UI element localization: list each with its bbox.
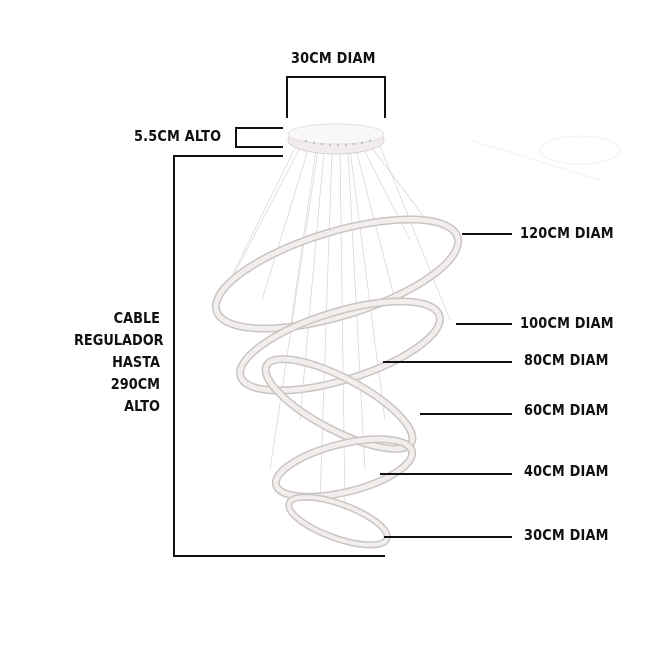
cable-line-1: CABLE: [113, 309, 160, 327]
canopy-diameter-bracket: [286, 76, 386, 118]
ring-40cm: [285, 493, 391, 549]
dimension-lines: [173, 76, 512, 557]
cable-line-5: ALTO: [124, 397, 160, 415]
ring-60cm-label: 60CM DIAM: [524, 401, 609, 419]
cable-length-bracket: [173, 155, 385, 557]
cable-length-label: CABLE REGULADOR HASTA 290CM ALTO: [60, 307, 164, 417]
ring-30cm-label: 30CM DIAM: [524, 526, 609, 544]
ring-100cm: [236, 297, 444, 395]
suspension-cables: [219, 145, 451, 511]
ring-60cm: [271, 435, 417, 501]
cable-line-2: REGULADOR: [74, 331, 164, 349]
canopy-height-label: 5.5CM ALTO: [134, 127, 222, 145]
background-fixture-ghost: [469, 135, 621, 181]
ring-40cm-label: 40CM DIAM: [524, 462, 609, 480]
canopy-diameter-label: 30CM DIAM: [291, 49, 376, 67]
ring-120cm: [211, 215, 463, 333]
cable-line-4: 290CM: [110, 375, 160, 393]
ring-80cm: [261, 355, 417, 453]
canopy-height-bracket: [235, 127, 283, 148]
ring-120cm-label: 120CM DIAM: [520, 224, 614, 242]
ring-80cm-label: 80CM DIAM: [524, 351, 609, 369]
ceiling-canopy: [287, 123, 385, 155]
cable-line-3: HASTA: [112, 353, 160, 371]
ring-100cm-label: 100CM DIAM: [520, 314, 614, 332]
